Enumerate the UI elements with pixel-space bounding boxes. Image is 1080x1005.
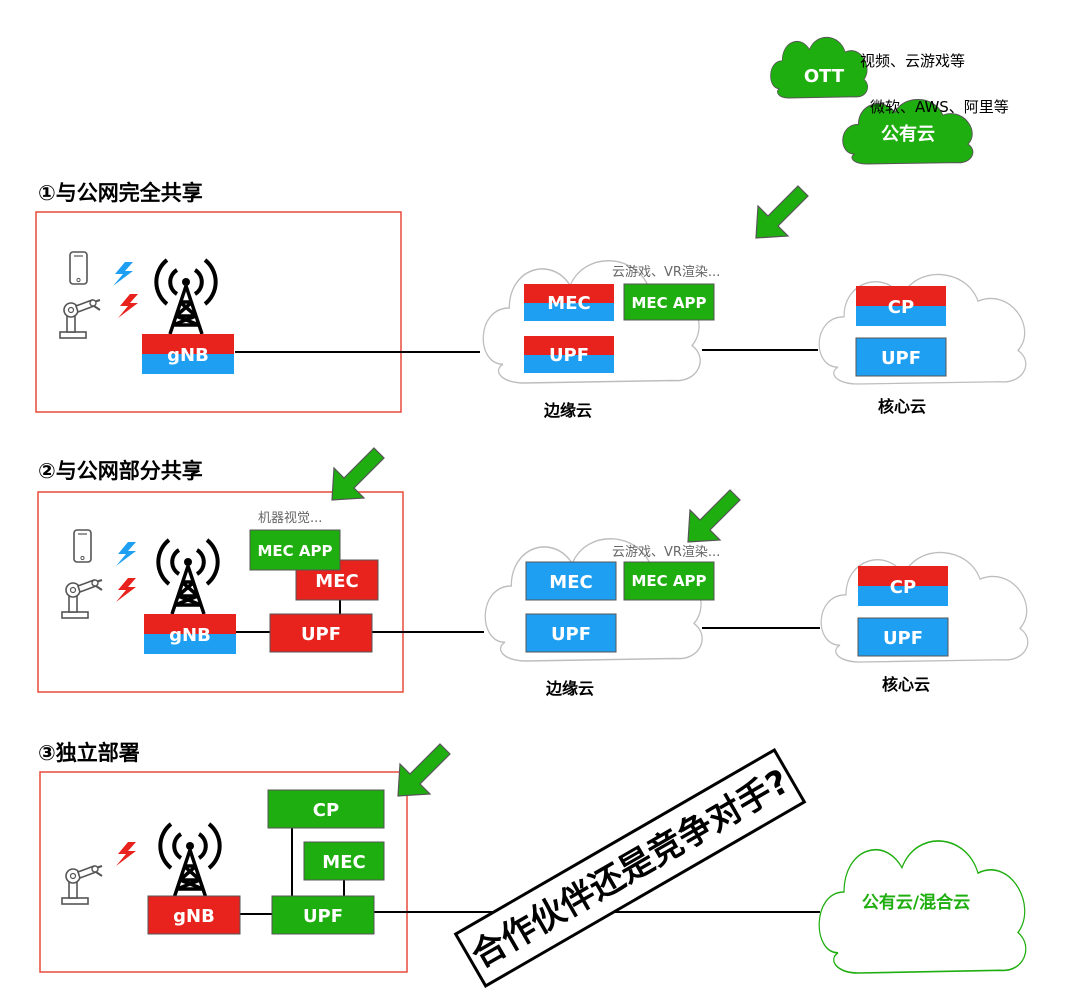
edge-mec-app-box: MEC APP — [623, 561, 715, 601]
question-stamp: 合作伙伴还是竞争对手? — [453, 747, 807, 989]
red-bolt-icon — [118, 294, 138, 318]
svg-text:MEC APP: MEC APP — [258, 542, 333, 560]
svg-text:MEC: MEC — [322, 852, 365, 873]
local-upf-box: UPF — [269, 613, 373, 653]
core-cp-box: CP — [856, 286, 946, 326]
blue-bolt-icon — [113, 262, 133, 286]
antenna-tower-icon — [154, 258, 218, 336]
blue-bolt-icon — [116, 542, 136, 566]
edge-mec-app-box: MEC APP — [623, 283, 715, 321]
red-bolt-icon — [116, 578, 136, 602]
arrow-icon — [397, 743, 451, 797]
svg-text:UPF: UPF — [301, 624, 341, 645]
ott-cloud: OTT — [770, 36, 869, 99]
mec-box: MEC — [303, 841, 385, 881]
svg-text:UPF: UPF — [881, 348, 921, 369]
section2-title: ②与公网部分共享 — [38, 459, 203, 483]
edge-cloud-label: 边缘云 — [543, 401, 592, 420]
svg-text:MEC: MEC — [315, 571, 358, 592]
public-cloud-note: 微软、AWS、阿里等 — [870, 98, 1009, 116]
robot-arm-icon — [61, 579, 103, 619]
robot-arm-icon — [59, 299, 101, 339]
edge-note: 云游戏、VR渲染... — [612, 265, 720, 280]
public-cloud-label: 公有云 — [881, 123, 935, 145]
local-note: 机器视觉... — [258, 511, 322, 526]
svg-text:UPF: UPF — [883, 628, 923, 649]
upf-box: UPF — [271, 895, 375, 935]
svg-text:MEC APP: MEC APP — [632, 572, 707, 590]
core-cloud-label: 核心云 — [882, 675, 930, 694]
svg-text:MEC: MEC — [547, 293, 590, 314]
phone-icon — [73, 529, 92, 563]
section1-title: ①与公网完全共享 — [38, 181, 203, 205]
cp-box: CP — [267, 789, 385, 829]
phone-icon — [69, 251, 88, 285]
core-upf-box: UPF — [855, 337, 947, 377]
ott-note: 视频、云游戏等 — [860, 52, 965, 70]
svg-text:gNB: gNB — [173, 906, 215, 927]
edge-mec-box: MEC — [524, 284, 614, 321]
core-upf-box: UPF — [857, 617, 949, 657]
svg-text:CP: CP — [888, 297, 914, 318]
section2-frame — [37, 491, 404, 693]
red-bolt-icon — [116, 842, 136, 866]
edge-cloud-label: 边缘云 — [545, 679, 594, 698]
arrow-icon — [755, 185, 809, 239]
svg-text:MEC APP: MEC APP — [632, 294, 707, 312]
core-cp-box: CP — [858, 566, 948, 606]
core-cloud-label: 核心云 — [878, 397, 926, 416]
antenna-tower-icon — [158, 822, 222, 900]
section1-frame — [35, 211, 402, 413]
section3-title: ③独立部署 — [38, 741, 140, 765]
arrow-icon — [687, 489, 741, 543]
question-text: 合作伙伴还是竞争对手? — [465, 762, 797, 977]
local-mec-app-box: MEC APP — [249, 529, 341, 571]
hybrid-cloud-label: 公有云/混合云 — [862, 892, 970, 913]
svg-text:gNB: gNB — [169, 625, 211, 646]
section3-frame — [39, 771, 408, 973]
svg-text:UPF: UPF — [549, 345, 589, 366]
svg-text:gNB: gNB — [167, 345, 209, 366]
edge-note: 云游戏、VR渲染... — [612, 545, 720, 560]
edge-upf-box: UPF — [524, 336, 614, 373]
edge-upf-box: UPF — [525, 613, 617, 653]
ott-label: OTT — [804, 66, 845, 87]
svg-text:CP: CP — [890, 577, 916, 598]
robot-arm-icon — [61, 865, 103, 905]
local-mec-box: MEC — [295, 559, 379, 601]
svg-text:CP: CP — [313, 800, 339, 821]
svg-text:UPF: UPF — [551, 624, 591, 645]
gnb-box: gNB — [147, 895, 241, 935]
edge-mec-box: MEC — [525, 561, 617, 601]
public-cloud: 公有云 — [842, 98, 974, 165]
svg-text:UPF: UPF — [303, 906, 343, 927]
hybrid-cloud: 公有云/混合云 — [818, 840, 1027, 974]
svg-text:MEC: MEC — [549, 572, 592, 593]
antenna-tower-icon — [156, 538, 220, 616]
gnb-box: gNB — [144, 614, 236, 654]
gnb-box: gNB — [142, 334, 234, 374]
